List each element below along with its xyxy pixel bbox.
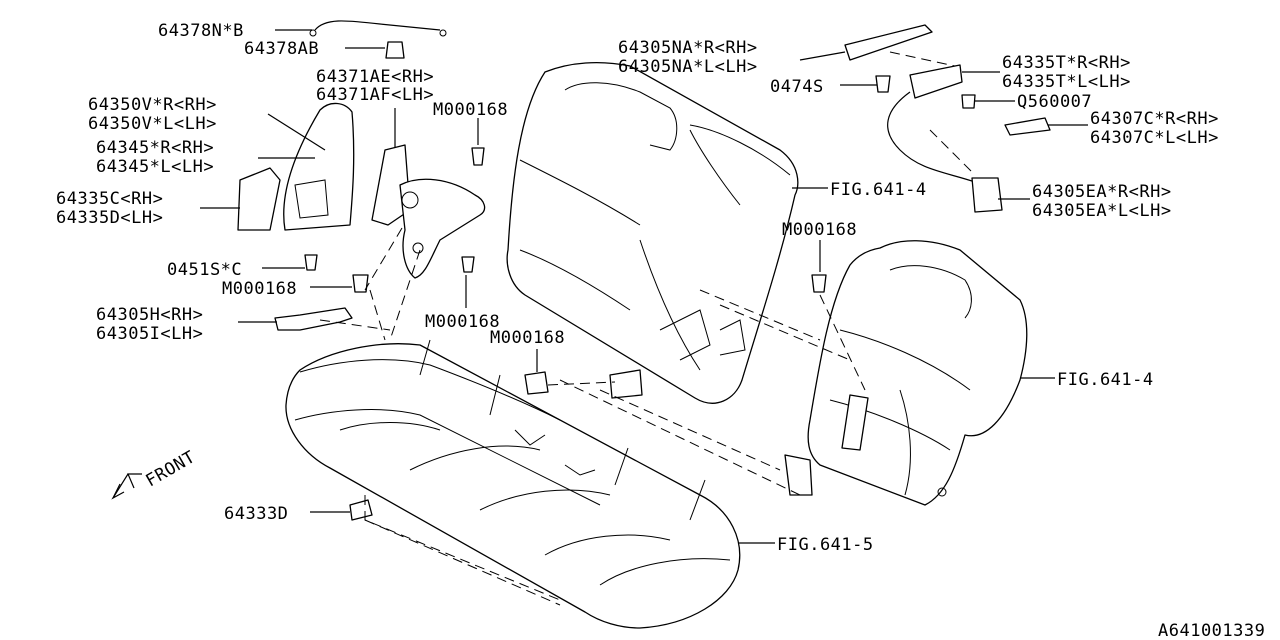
label-64305EAR: 64305EA*R<RH> <box>1032 182 1172 202</box>
label-m000168-c: M000168 <box>425 312 500 332</box>
label-64350VL: 64350V*L<LH> <box>88 114 217 134</box>
label-64307CL: 64307C*L<LH> <box>1090 128 1219 148</box>
label-64305I: 64305I<LH> <box>96 324 203 344</box>
center-seat-back <box>506 61 799 404</box>
label-64335C: 64335C<RH> <box>56 189 163 209</box>
label-64305EAL: 64305EA*L<LH> <box>1032 201 1172 221</box>
label-64378NB: 64378N*B <box>158 21 244 41</box>
label-64307CR: 64307C*R<RH> <box>1090 109 1219 129</box>
label-fig641-5: FIG.641-5 <box>777 535 874 555</box>
label-64305H: 64305H<RH> <box>96 305 203 325</box>
label-0474S: 0474S <box>770 77 824 97</box>
label-m000168-a: M000168 <box>433 100 508 120</box>
label-64371AE: 64371AE<RH> <box>316 67 434 87</box>
label-64371AF: 64371AF<LH> <box>316 85 434 105</box>
label-64345R: 64345*R<RH> <box>96 138 214 158</box>
label-m000168-e: M000168 <box>782 220 857 240</box>
part-labels: 64378N*B 64378AB 64371AE<RH> 64371AF<LH>… <box>56 21 1265 640</box>
seat-cushion <box>285 339 741 629</box>
label-64345L: 64345*L<LH> <box>96 157 214 177</box>
label-64305NAR: 64305NA*R<RH> <box>618 38 758 58</box>
drawing-id: A641001339 <box>1158 621 1265 640</box>
label-fig641-4-b: FIG.641-4 <box>1057 370 1154 390</box>
front-arrow: FRONT <box>111 447 199 500</box>
label-m000168-b: M000168 <box>222 279 297 299</box>
label-Q560007: Q560007 <box>1017 92 1092 112</box>
label-64305NAL: 64305NA*L<LH> <box>618 57 758 77</box>
leader-lines <box>200 29 1088 544</box>
right-seat-back <box>784 240 1028 506</box>
left-small-parts <box>237 20 1051 521</box>
label-64333D: 64333D <box>224 504 288 524</box>
label-64335D: 64335D<LH> <box>56 208 163 228</box>
label-m000168-d: M000168 <box>490 328 565 348</box>
label-0451S: 0451S*C <box>167 260 242 280</box>
label-fig641-4-a: FIG.641-4 <box>830 180 927 200</box>
front-label: FRONT <box>143 447 199 491</box>
assembly-lines <box>319 51 976 606</box>
label-64350VR: 64350V*R<RH> <box>88 95 217 115</box>
label-64335TL: 64335T*L<LH> <box>1002 72 1131 92</box>
label-64335TR: 64335T*R<RH> <box>1002 53 1131 73</box>
label-64378AB: 64378AB <box>244 39 319 59</box>
